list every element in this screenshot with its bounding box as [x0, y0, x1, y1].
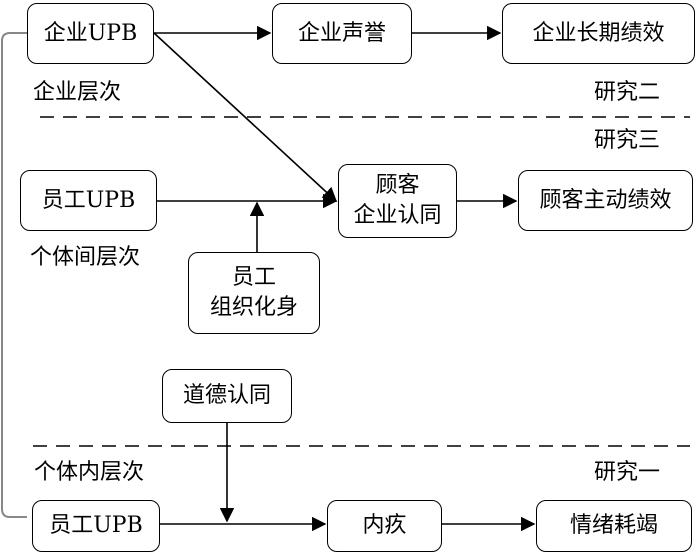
node-employee-org-embodiment: 员工 组织化身 [188, 252, 320, 334]
node-employee-upb-interpersonal: 员工UPB [20, 170, 157, 231]
node-firm-upb: 企业UPB [27, 3, 154, 64]
node-firm-reputation-label: 企业声誉 [297, 20, 386, 46]
node-customer-identification: 顾客 企业认同 [338, 164, 457, 238]
node-employee-org-embodiment-line2: 组织化身 [209, 295, 298, 320]
node-moral-identification: 道德认同 [162, 369, 292, 423]
node-customer-proactive-performance: 顾客主动绩效 [518, 170, 693, 231]
level-label-intrapersonal: 个体内层次 [34, 460, 145, 485]
level-bracket [1, 32, 27, 518]
node-employee-upb-interpersonal-label: 员工UPB [41, 187, 136, 213]
node-customer-identification-line1: 顾客 [375, 173, 420, 199]
node-emotional-exhaustion-label: 情绪耗竭 [569, 513, 658, 539]
node-emotional-exhaustion: 情绪耗竭 [536, 500, 692, 552]
study-label-1: 研究一 [594, 460, 661, 485]
node-guilt-label: 内疚 [362, 513, 407, 539]
node-guilt: 内疚 [327, 500, 442, 552]
node-moral-identification-label: 道德认同 [182, 383, 271, 409]
study-label-2: 研究二 [594, 80, 661, 105]
node-customer-identification-line2: 企业认同 [353, 203, 442, 228]
level-label-firm: 企业层次 [33, 80, 122, 105]
node-customer-proactive-performance-label: 顾客主动绩效 [539, 187, 672, 213]
node-firm-upb-label: 企业UPB [43, 20, 138, 46]
node-employee-upb-intrapersonal: 员工UPB [32, 500, 160, 552]
node-employee-org-embodiment-line1: 员工 [231, 265, 276, 291]
node-firm-longterm-performance: 企业长期绩效 [502, 3, 695, 64]
arrow-firm-upb-to-customer-identification [153, 32, 338, 202]
study-label-3: 研究三 [594, 128, 661, 153]
level-label-interpersonal: 个体间层次 [30, 245, 141, 270]
node-employee-upb-intrapersonal-label: 员工UPB [49, 513, 143, 539]
node-firm-longterm-performance-label: 企业长期绩效 [532, 20, 665, 46]
node-firm-reputation: 企业声誉 [272, 3, 412, 64]
